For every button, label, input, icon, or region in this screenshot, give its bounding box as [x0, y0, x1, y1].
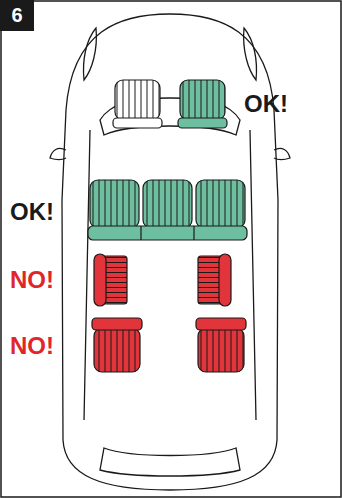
figure-number-box: 6 [0, 0, 34, 31]
warning-label: NO! [10, 268, 54, 292]
approval-label: OK! [244, 92, 288, 116]
rear-bench [88, 180, 247, 240]
approval-label: OK! [10, 200, 54, 224]
rear-facing-seats [92, 318, 246, 372]
warning-label: NO! [10, 334, 54, 358]
car-body [50, 14, 290, 490]
side-facing-seats [94, 254, 231, 306]
front-seats [113, 80, 227, 128]
figure-number: 6 [11, 4, 22, 27]
